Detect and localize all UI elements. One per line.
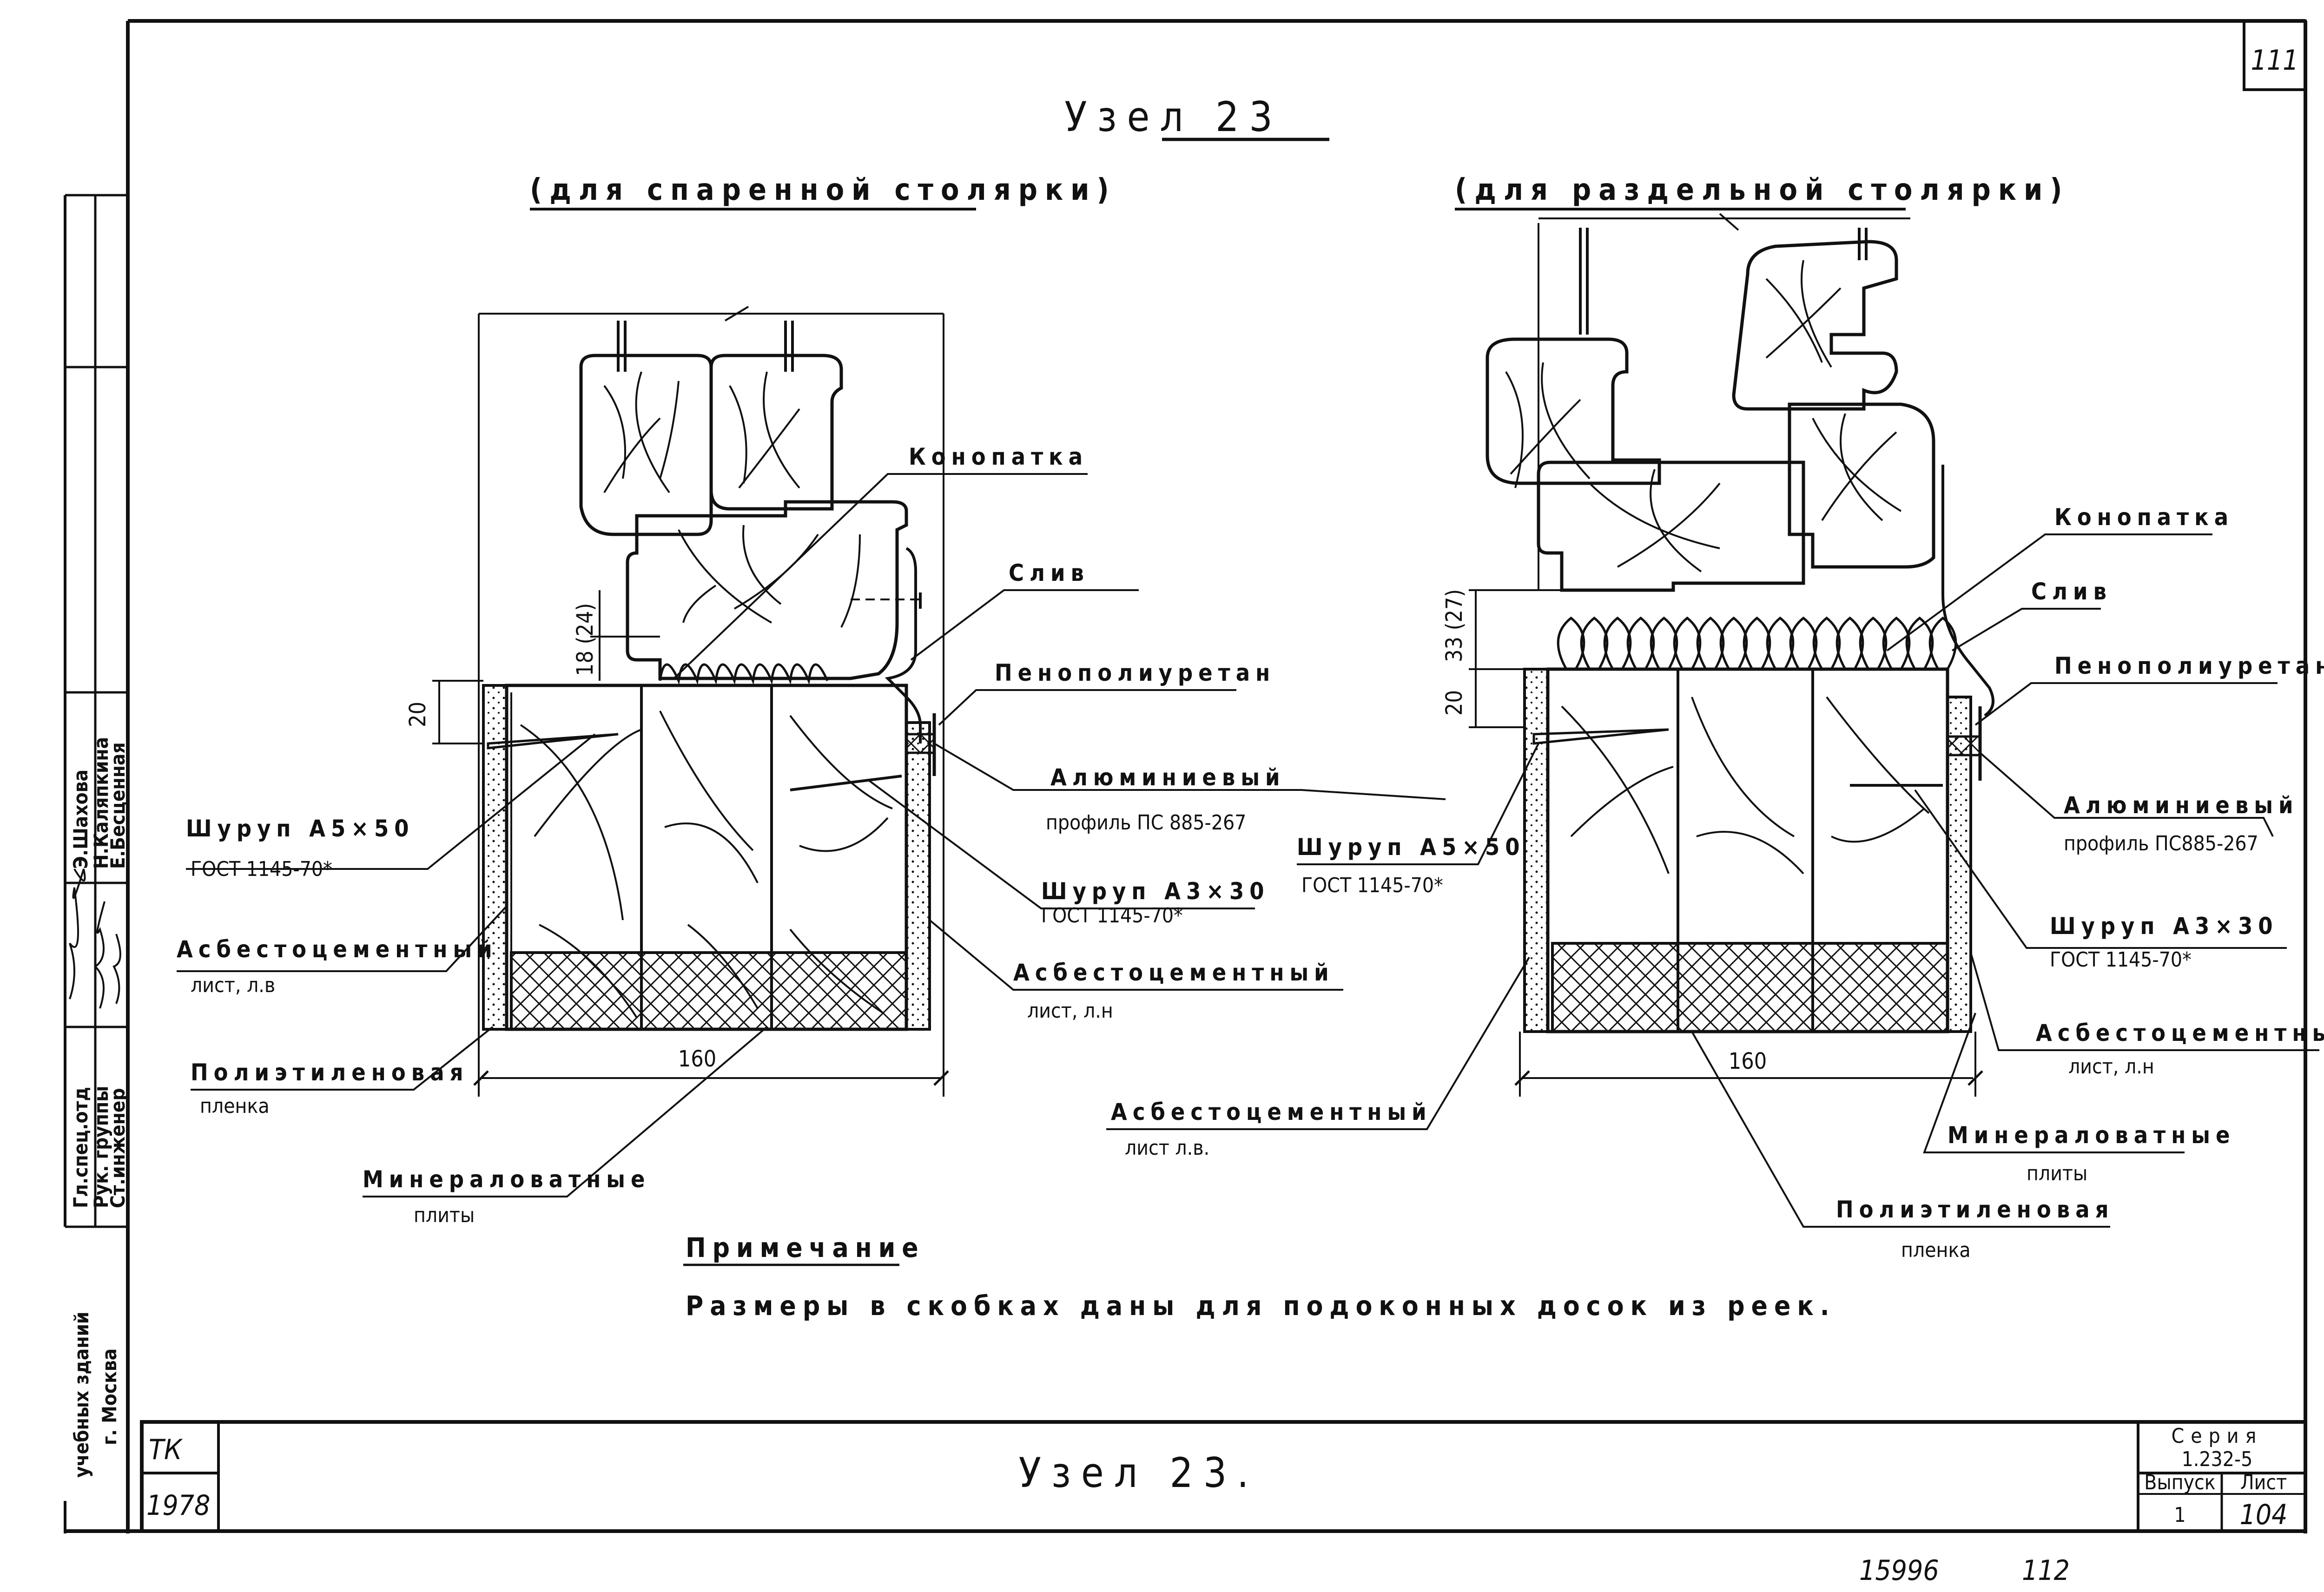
signature-2 (93, 901, 106, 1009)
title-block-issue-value: 1 (2174, 1503, 2185, 1527)
right-label-asb-left-1: Асбестоцементный (1111, 1099, 1432, 1125)
caulk-left (659, 663, 829, 685)
role-group-lead: Рук. группы (90, 1086, 112, 1208)
right-label-profile-2: профиль ПС885-267 (2064, 832, 2258, 855)
frame-box-left (626, 500, 908, 680)
right-label-screw-a5-1: Шуруп А5×50 (1297, 834, 1525, 861)
title-block-sheet-label: Лист (2240, 1471, 2287, 1494)
title-block-series-value: 1.232-5 (2182, 1447, 2253, 1471)
note-text: Размеры в скобках даны для подоконных до… (686, 1290, 1836, 1322)
right-dim-width: 160 (1729, 1048, 1767, 1074)
left-label-screw-a3-2: ГОСТ 1145-70* (1041, 904, 1183, 928)
left-label-konopatka: Конопатка (909, 443, 1088, 470)
left-label-film-1: Полиэтиленовая (191, 1059, 469, 1086)
right-label-penopoliuretan: Пенополиуретан (2054, 652, 2324, 679)
left-dim-gap: 18 (24) (572, 603, 598, 676)
right-label-sliv: Слив (2031, 578, 2112, 605)
right-label-mineral-2: плиты (2027, 1162, 2087, 1185)
note-heading: Примечание (686, 1232, 925, 1263)
sash-left-1 (579, 354, 713, 536)
title-block-name: Узел 23. (1019, 1449, 1259, 1497)
right-label-film-1: Полиэтиленовая (1836, 1196, 2114, 1223)
archive-number: 15996 (1859, 1554, 1939, 1587)
right-label-profile-1: Алюминиевый (2064, 792, 2299, 819)
left-label-film-2: пленка (200, 1094, 270, 1118)
sash-left-2 (709, 354, 843, 511)
left-label-asb-left-1: Асбестоцементный (177, 936, 498, 963)
name-shakhova: Э.Шахова (69, 770, 92, 869)
sheet-number-top: 111 (2251, 44, 2298, 77)
right-detail (1469, 213, 1994, 1097)
sheet-frame (64, 19, 2307, 1533)
caulk-right (1557, 616, 1957, 670)
right-dim-gap: 33 (27) (1441, 589, 1467, 662)
side-stamp: Гл.спец.отд Рук. группы Ст.инженер Э.Шах… (69, 737, 129, 1478)
signature-3 (112, 934, 121, 1004)
left-label-penopoliuretan: Пенополиуретан (995, 659, 1275, 686)
left-label-screw-a3-1: Шуруп А3×30 (1041, 878, 1270, 905)
title-block-issue-label: Выпуск (2144, 1471, 2215, 1494)
role-engineer: Ст.инженер (106, 1088, 129, 1208)
name-kalyapkina: Н.Каляпкина (90, 737, 112, 869)
role-chief: Гл.спец.отд (69, 1087, 92, 1208)
drip-left (885, 547, 922, 743)
left-label-screw-a5-2: ГОСТ 1145-70* (191, 857, 332, 881)
left-dim-top: 20 (405, 702, 431, 727)
left-label-mineral-1: Минераловатные (363, 1166, 650, 1193)
page-number: 112 (2022, 1554, 2070, 1587)
title-block (140, 1420, 2307, 1533)
drip-right (1941, 465, 1994, 717)
left-label-asb-right-1: Асбестоцементный (1013, 959, 1334, 986)
right-label-screw-a5-2: ГОСТ 1145-70* (1301, 874, 1443, 897)
title-block-series-label: Серия (2172, 1424, 2263, 1448)
sash-right-upper (1732, 240, 1898, 411)
right-label-screw-a3-1: Шуруп А3×30 (2050, 913, 2278, 940)
left-dim-width: 160 (678, 1046, 716, 1072)
left-label-asb-left-2: лист, л.в (191, 974, 275, 997)
right-label-film-2: пленка (1901, 1238, 1971, 1262)
org-line-2: г. Москва (98, 1349, 121, 1445)
frame-right (1788, 402, 1935, 569)
title-block-sheet-value: 104 (2239, 1499, 2287, 1531)
right-label-konopatka: Конопатка (2054, 504, 2234, 531)
drawing-title: Узел 23 (1064, 93, 1283, 141)
right-leaders (1106, 533, 2319, 1228)
frame-box-right (1537, 460, 1805, 592)
right-label-screw-a3-2: ГОСТ 1145-70* (2050, 948, 2192, 972)
left-label-asb-right-2: лист, л.н (1027, 999, 1113, 1023)
left-subtitle: (для спаренной столярки) (530, 173, 1116, 207)
name-bestsennaya: Е.Бесценная (106, 742, 129, 869)
title-block-code: ТК (149, 1434, 183, 1466)
left-label-sliv: Слив (1009, 559, 1089, 586)
left-detail (432, 306, 949, 1097)
right-subtitle: (для раздельной столярки) (1455, 173, 2070, 207)
title-block-year: 1978 (146, 1489, 210, 1522)
left-label-screw-a5-1: Шуруп А5×50 (186, 815, 415, 842)
org-line-1: учебных зданий (70, 1312, 93, 1478)
left-label-profile-2: профиль ПС 885-267 (1046, 811, 1246, 835)
right-label-asb-left-2: лист л.в. (1125, 1136, 1209, 1160)
right-dim-top: 20 (1441, 690, 1467, 716)
right-label-mineral-1: Минераловатные (1948, 1122, 2235, 1149)
right-label-asb-right-2: лист, л.н (2068, 1055, 2154, 1079)
left-label-mineral-2: плиты (414, 1204, 475, 1227)
left-leaders (177, 473, 1446, 1197)
sash-right-lower (1486, 337, 1661, 485)
signature-1 (69, 868, 86, 1000)
right-label-asb-right-1: Асбестоцементный (2036, 1020, 2324, 1046)
left-label-profile-1: Алюминиевый (1050, 764, 1286, 791)
